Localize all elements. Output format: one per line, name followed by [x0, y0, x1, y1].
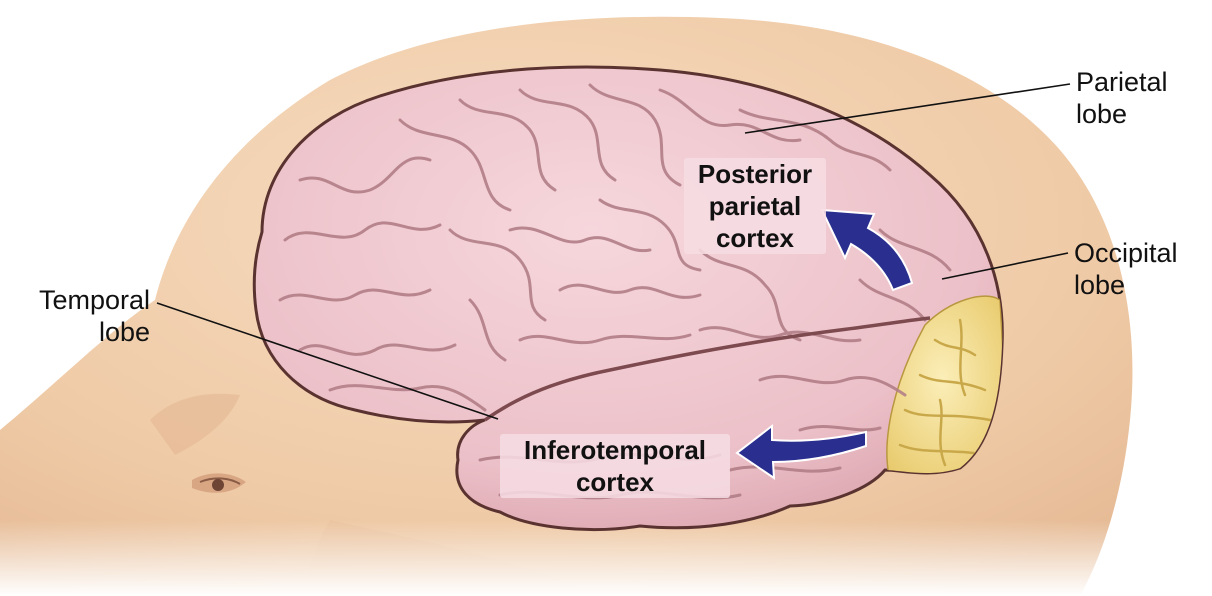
eye-icon [192, 473, 246, 493]
temporal-leader-line [156, 302, 499, 420]
ventral-stream-arrow [735, 423, 867, 480]
occipital-lobe-label: Occipital lobe [1074, 238, 1178, 300]
leader-lines [156, 83, 1071, 420]
inferotemporal-cortex-label: Inferotemporal cortex [500, 434, 730, 498]
temporal-lobe-label: Temporal lobe [38, 285, 150, 347]
posterior-parietal-cortex-label: Posterior parietal cortex [684, 158, 826, 254]
occipital-leader-line [941, 252, 1069, 280]
dorsal-stream-arrow [820, 208, 914, 292]
parietal-lobe-label: Parietal lobe [1076, 67, 1168, 129]
parietal-leader-line [744, 83, 1071, 134]
